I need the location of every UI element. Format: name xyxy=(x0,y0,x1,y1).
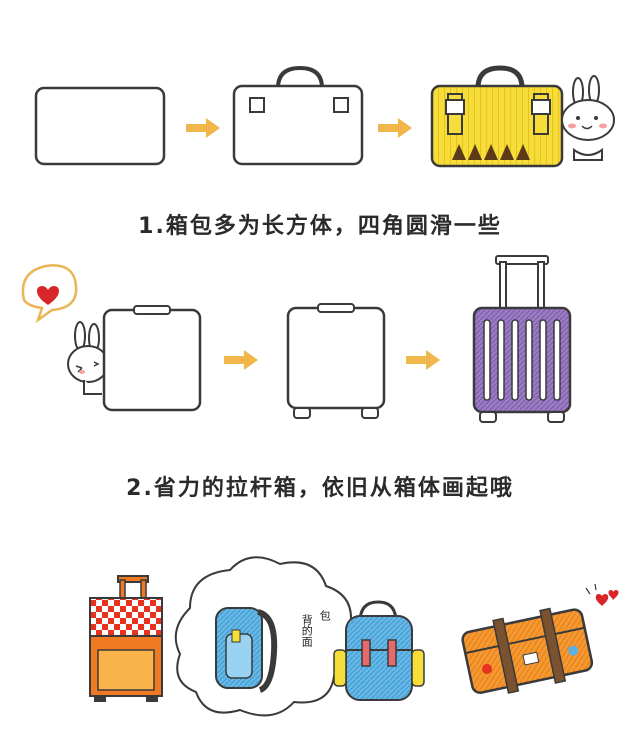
backpack-front-view xyxy=(333,600,425,701)
orange-trolley-case xyxy=(89,575,163,702)
orange-suitcase-tilted xyxy=(461,607,594,694)
bunny-peeking-left xyxy=(67,321,109,395)
backpack-note-left: 背的面 xyxy=(300,614,314,647)
step1-arrow-2 xyxy=(378,118,412,138)
step2-box-plain xyxy=(102,305,202,412)
step2-arrow-1 xyxy=(224,350,258,370)
step2-box-wheels xyxy=(286,303,386,419)
step1-caption: 1.箱包多为长方体，四角圆滑一些 xyxy=(138,214,502,239)
step2-trolley-colored xyxy=(472,255,572,423)
step1-briefcase-colored xyxy=(430,65,564,168)
backpack-note-right: 包 xyxy=(318,610,332,621)
step1-arrow-1 xyxy=(186,118,220,138)
bunny-peeking-right xyxy=(561,75,615,161)
step1-plain-rectangle xyxy=(34,86,166,166)
small-hearts xyxy=(585,583,619,606)
step2-arrow-2 xyxy=(406,350,440,370)
backpack-side-view xyxy=(215,607,278,693)
thought-cloud xyxy=(174,556,356,717)
speech-bubble-heart xyxy=(21,264,78,324)
step1-briefcase-outline xyxy=(232,65,364,166)
step2-caption: 2.省力的拉杆箱，依旧从箱体画起哦 xyxy=(126,476,514,501)
